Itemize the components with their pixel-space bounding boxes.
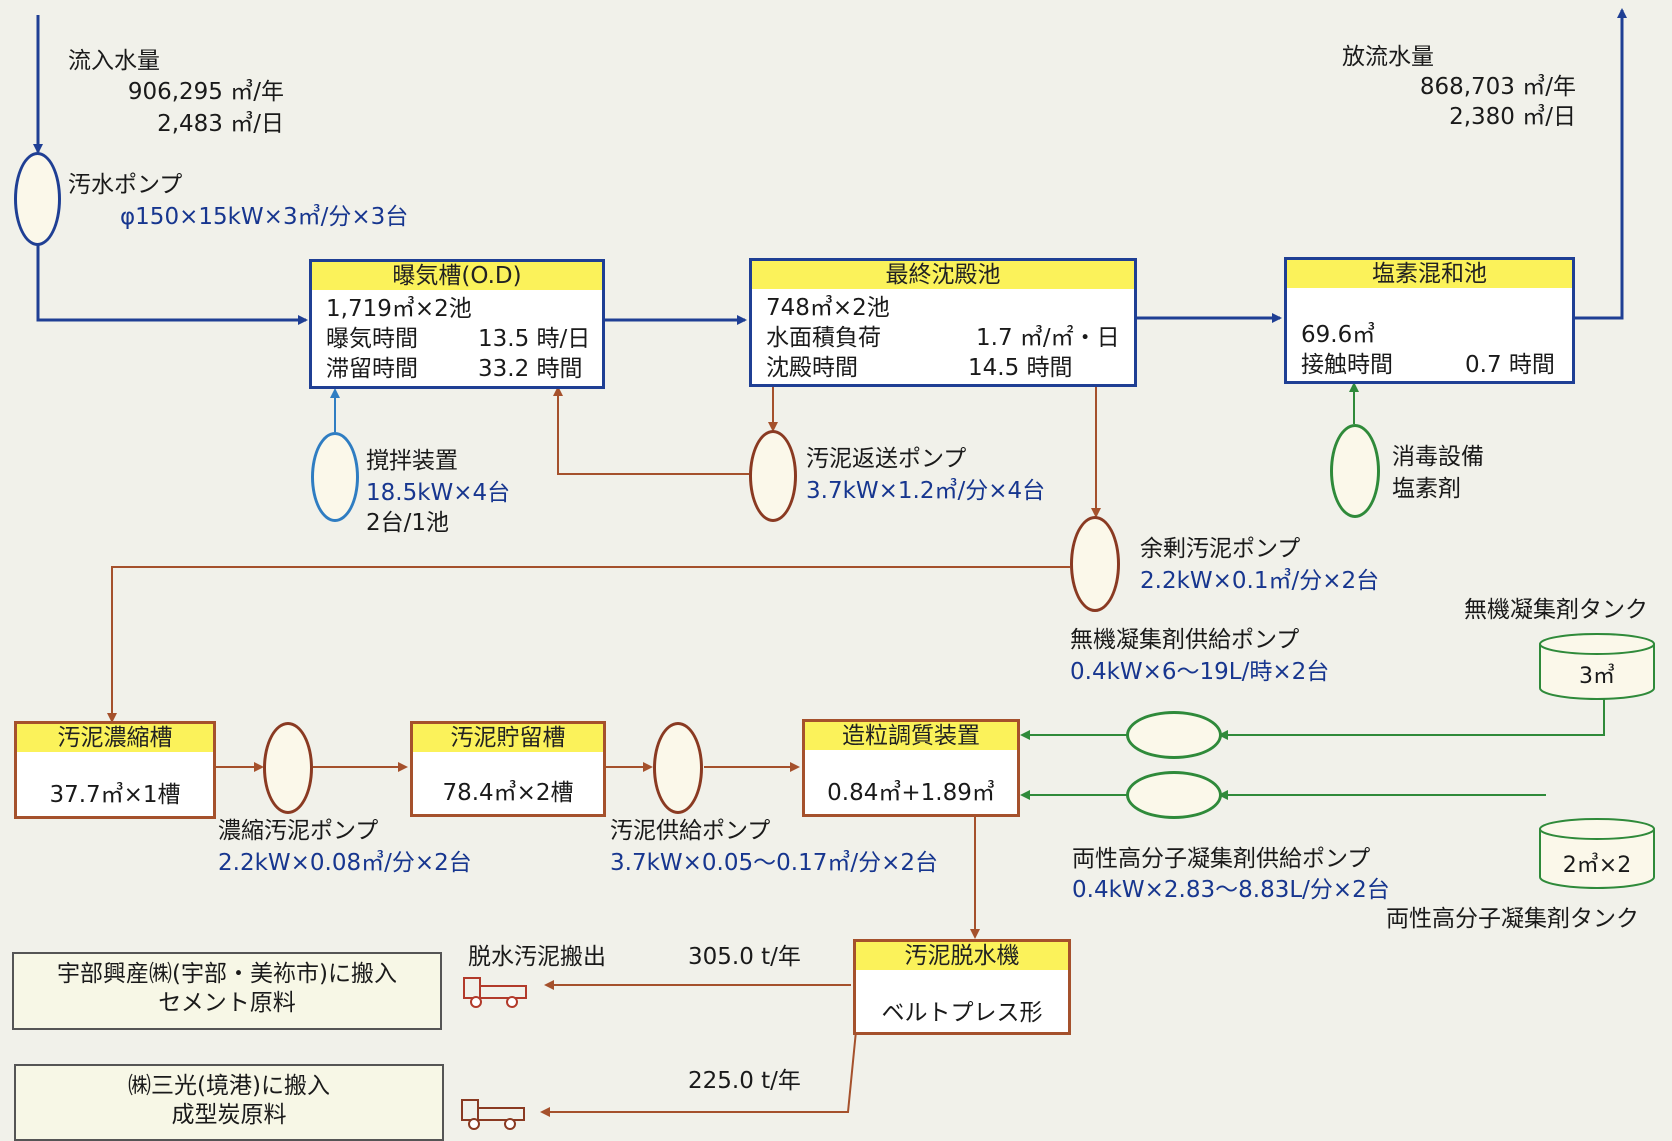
- granulator-title: 造粒調質装置: [805, 722, 1017, 750]
- chlorine-capacity: 69.6㎥: [1301, 322, 1376, 348]
- aeration-row-2-label: 滞留時間: [326, 356, 418, 382]
- truck-icon: [460, 1096, 528, 1136]
- inflow-daily: 2,483 ㎥/日: [157, 111, 284, 137]
- settling-row-1-label: 水面積負荷: [766, 325, 881, 351]
- mixer-spec: 18.5kW×4台: [366, 480, 511, 506]
- destination-2-line-2: 成型炭原料: [171, 1102, 287, 1128]
- chlorine-tank-box: 塩素混和池 69.6㎥ 接触時間 0.7 時間: [1284, 257, 1575, 384]
- excess-pump-name: 余剰汚泥ポンプ: [1140, 536, 1301, 562]
- export-amount-2: 225.0 t/年: [688, 1068, 801, 1094]
- aeration-tank-box: 曝気槽(O.D) 1,719㎥×2池 曝気時間 13.5 時/日 滞留時間 33…: [309, 259, 605, 389]
- mixer-icon: [311, 432, 359, 522]
- destination-2-box: ㈱三光(境港)に搬入 成型炭原料: [14, 1064, 444, 1141]
- polymer-pump-spec: 0.4kW×2.83〜8.83L/分×2台: [1072, 877, 1390, 903]
- chlorine-tank-title: 塩素混和池: [1287, 260, 1572, 288]
- disinfection-icon: [1330, 424, 1380, 518]
- disinfection-line-1: 消毒設備: [1392, 444, 1484, 470]
- aeration-tank-title: 曝気槽(O.D): [312, 262, 602, 290]
- thick-pump-spec: 2.2kW×0.08㎥/分×2台: [218, 850, 472, 876]
- export-line-2: [540, 1030, 857, 1117]
- export-label: 脱水汚泥搬出: [468, 944, 606, 970]
- sewage-pump-spec: φ150×15kW×3㎥/分×3台: [120, 204, 409, 230]
- destination-1-line-1: 宇部興産㈱(宇部・美袮市)に搬入: [57, 961, 397, 987]
- thickener-box: 汚泥濃縮槽 37.7㎥×1槽: [14, 721, 216, 819]
- inorganic-tank-icon: 3㎥: [1538, 632, 1656, 702]
- final-settling-title: 最終沈殿池: [752, 261, 1134, 289]
- dewatering-title: 汚泥脱水機: [856, 942, 1068, 970]
- aeration-row-2-value: 33.2 時間: [478, 356, 583, 382]
- aeration-row-1-value: 13.5 時/日: [478, 326, 591, 352]
- dewatering-type: ベルトプレス形: [881, 1000, 1043, 1026]
- pump-to-aeration-line: [36, 242, 308, 325]
- aeration-row-1-label: 曝気時間: [326, 326, 418, 352]
- settling-capacity: 748㎥×2池: [766, 295, 890, 321]
- disinfection-line-2: 塩素剤: [1392, 476, 1461, 502]
- inorganic-pump-icon: [1126, 711, 1222, 759]
- export-amount-1: 305.0 t/年: [688, 944, 801, 970]
- settling-row-2-label: 沈殿時間: [766, 355, 858, 381]
- return-pump-icon: [749, 430, 797, 522]
- chlorine-row-1-value: 0.7 時間: [1465, 352, 1555, 378]
- supply-pump-spec: 3.7kW×0.05〜0.17㎥/分×2台: [610, 850, 938, 876]
- inflow-annual: 906,295 ㎥/年: [127, 79, 284, 105]
- thickener-capacity: 37.7㎥×1槽: [49, 782, 181, 808]
- polymer-tank-volume: 2㎥×2: [1562, 853, 1632, 878]
- inorganic-pump-name: 無機凝集剤供給ポンプ: [1070, 627, 1300, 653]
- storage-tank-box: 汚泥貯留槽 78.4㎥×2槽: [410, 721, 606, 817]
- final-settling-box: 最終沈殿池 748㎥×2池 水面積負荷 1.7 ㎥/㎡・日 沈殿時間 14.5 …: [749, 258, 1137, 387]
- sewage-pump-name: 汚水ポンプ: [68, 172, 183, 198]
- excess-to-thickener-line: [107, 566, 1070, 723]
- inorganic-tank-line: [1218, 698, 1605, 740]
- destination-2-line-1: ㈱三光(境港)に搬入: [128, 1073, 330, 1099]
- outflow-annual: 868,703 ㎥/年: [1419, 74, 1576, 100]
- outflow-arrow: [1573, 8, 1627, 320]
- mixer-name: 撹拌装置: [366, 448, 458, 474]
- truck-icon: [462, 974, 530, 1014]
- inorganic-pump-spec: 0.4kW×6〜19L/時×2台: [1070, 659, 1330, 685]
- aeration-capacity: 1,719㎥×2池: [326, 296, 472, 322]
- excess-pump-icon: [1070, 516, 1120, 612]
- thick-pump-icon: [263, 722, 313, 814]
- settling-row-2-value: 14.5 時間: [968, 355, 1073, 381]
- thickener-title: 汚泥濃縮槽: [17, 724, 213, 752]
- settling-row-1-value: 1.7 ㎥/㎡・日: [976, 325, 1120, 351]
- inorganic-tank-volume: 3㎥: [1579, 664, 1615, 689]
- inorganic-tank-name: 無機凝集剤タンク: [1464, 597, 1648, 623]
- return-sludge-line: [553, 386, 749, 475]
- polymer-pump-name: 両性高分子凝集剤供給ポンプ: [1072, 846, 1371, 872]
- destination-1-line-2: セメント原料: [158, 990, 296, 1016]
- supply-pump-name: 汚泥供給ポンプ: [610, 818, 771, 844]
- polymer-tank-icon: 2㎥×2: [1538, 817, 1656, 891]
- supply-pump-icon: [653, 722, 703, 814]
- return-pump-spec: 3.7kW×1.2㎥/分×4台: [806, 478, 1046, 504]
- storage-capacity: 78.4㎥×2槽: [442, 780, 574, 806]
- granulator-box: 造粒調質装置 0.84㎥+1.89㎥: [802, 719, 1020, 817]
- excess-pump-spec: 2.2kW×0.1㎥/分×2台: [1140, 568, 1380, 594]
- chlorine-row-1-label: 接触時間: [1301, 352, 1393, 378]
- storage-tank-title: 汚泥貯留槽: [413, 724, 603, 752]
- granulator-capacity: 0.84㎥+1.89㎥: [827, 780, 995, 806]
- polymer-tank-name: 両性高分子凝集剤タンク: [1386, 906, 1639, 932]
- mixer-note: 2台/1池: [366, 510, 450, 536]
- outflow-title: 放流水量: [1342, 44, 1434, 70]
- polymer-pump-icon: [1126, 771, 1222, 819]
- return-pump-name: 汚泥返送ポンプ: [806, 446, 967, 472]
- sewage-pump-icon: [14, 152, 61, 246]
- thick-pump-name: 濃縮汚泥ポンプ: [218, 818, 379, 844]
- destination-1-box: 宇部興産㈱(宇部・美袮市)に搬入 セメント原料: [12, 952, 442, 1030]
- outflow-daily: 2,380 ㎥/日: [1449, 104, 1576, 130]
- dewatering-box: 汚泥脱水機 ベルトプレス形: [853, 939, 1071, 1035]
- inflow-title: 流入水量: [68, 48, 160, 74]
